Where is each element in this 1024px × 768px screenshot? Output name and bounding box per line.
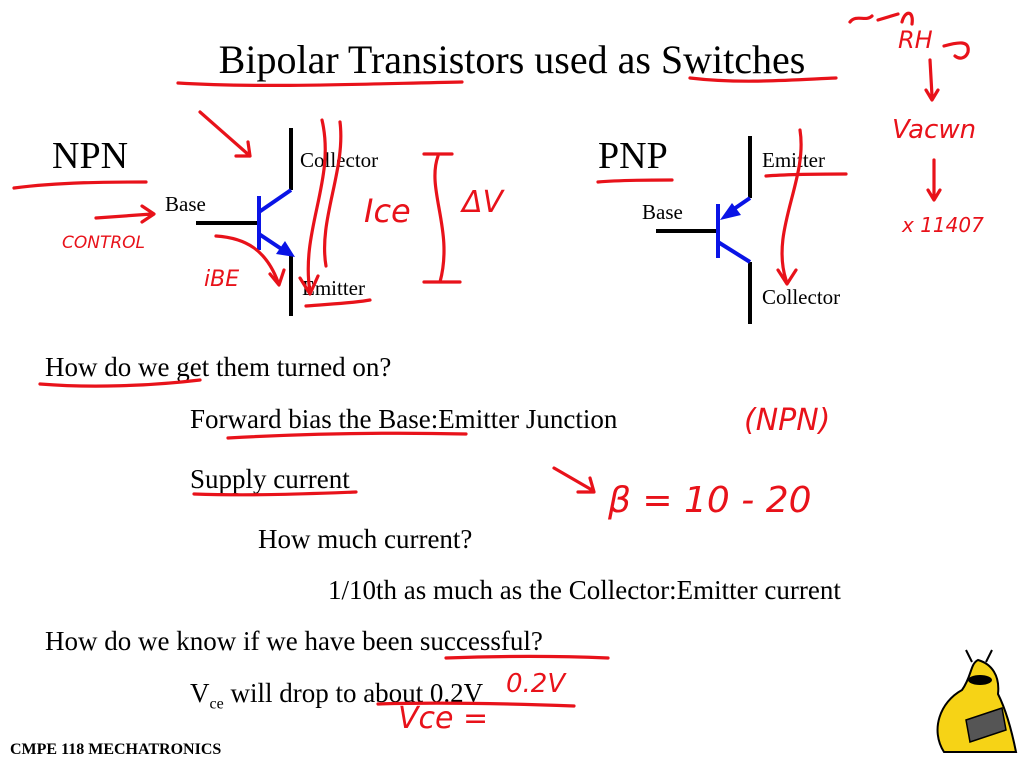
beta-arrow-icon — [552, 466, 596, 494]
slug-laptop — [965, 707, 1007, 743]
answer-one-tenth: 1/10th as much as the Collector:Emitter … — [328, 575, 841, 605]
underline-how-do-we — [38, 378, 202, 388]
ice-current-stroke — [323, 120, 343, 268]
note-vacwn: Vacwn — [892, 115, 976, 145]
underline-switches — [688, 76, 838, 83]
arrow-down-1-icon — [924, 58, 940, 102]
vce-symbol: V — [190, 678, 210, 708]
question-how-much-current: How much current? — [258, 524, 473, 554]
pnp-collector-diagonal — [716, 240, 752, 264]
underline-forward-bias — [226, 431, 468, 440]
underline-emitter-pnp — [764, 172, 848, 178]
underline-supply-current — [192, 490, 358, 497]
question-successful: How do we know if we have been successfu… — [45, 626, 543, 656]
slug-sunglasses — [968, 675, 992, 685]
note-control: CONTROL — [62, 233, 145, 253]
pnp-emitter-arrow-icon — [720, 203, 741, 220]
answer-supply-current: Supply current — [190, 464, 350, 494]
npn-emitter-arrow-icon — [276, 241, 295, 257]
ice-current-arrow-icon — [298, 118, 327, 296]
underline-been-successful — [444, 654, 610, 660]
npn-collector-diagonal — [257, 188, 293, 214]
underline-npn — [12, 180, 148, 190]
vce-subscript: ce — [209, 695, 224, 713]
npn-transistor-symbol — [196, 128, 295, 316]
underline-emitter — [304, 298, 372, 308]
slug-antennae — [965, 649, 993, 663]
note-x11407: x 11407 — [901, 213, 984, 237]
pnp-base-label: Base — [642, 200, 683, 224]
banana-slug-mascot — [936, 649, 1018, 753]
pnp-current-arrow-icon — [776, 128, 803, 286]
pnp-heading: PNP — [598, 135, 668, 177]
course-footer: CMPE 118 MECHATRONICS — [10, 741, 222, 758]
pnp-collector-label: Collector — [762, 285, 841, 309]
underline-vce — [376, 701, 576, 708]
npn-heading: NPN — [52, 135, 129, 177]
pnp-emitter-label: Emitter — [762, 148, 825, 172]
delta-v-bracket — [422, 152, 462, 284]
underline-bipolar-transistors — [176, 80, 464, 88]
note-npn: (NPN) — [744, 403, 830, 438]
note-vce-equals: Vce = — [398, 701, 488, 736]
note-rh: RH — [898, 26, 933, 54]
answer-forward-bias: Forward bias the Base:Emitter Junction — [190, 404, 618, 434]
arrow-down-2-icon — [926, 158, 942, 202]
note-delta-v: ΔV — [460, 185, 506, 220]
handwritten-annotations: RH Vacwn x 11407 CONTROL iBE Ice ΔV (NPN… — [12, 11, 984, 736]
question-turn-on: How do we get them turned on? — [45, 352, 392, 382]
npn-emitter-diagonal — [257, 232, 285, 252]
pointer-arrow-collector-icon — [198, 110, 252, 158]
scribble-top-right — [848, 11, 914, 26]
scribble-bracket — [942, 41, 970, 60]
note-vce-value: 0.2V — [506, 669, 567, 699]
slide-title: Bipolar Transistors used as Switches — [218, 37, 806, 82]
base-current-arrow-icon — [214, 234, 286, 287]
note-beta: β = 10 - 20 — [607, 480, 812, 521]
control-arrow-icon — [94, 204, 156, 224]
note-ibe: iBE — [204, 267, 239, 292]
npn-base-label: Base — [165, 192, 206, 216]
note-ice: Ice — [364, 192, 411, 230]
underline-pnp — [596, 178, 674, 184]
pnp-transistor-symbol — [656, 136, 752, 324]
